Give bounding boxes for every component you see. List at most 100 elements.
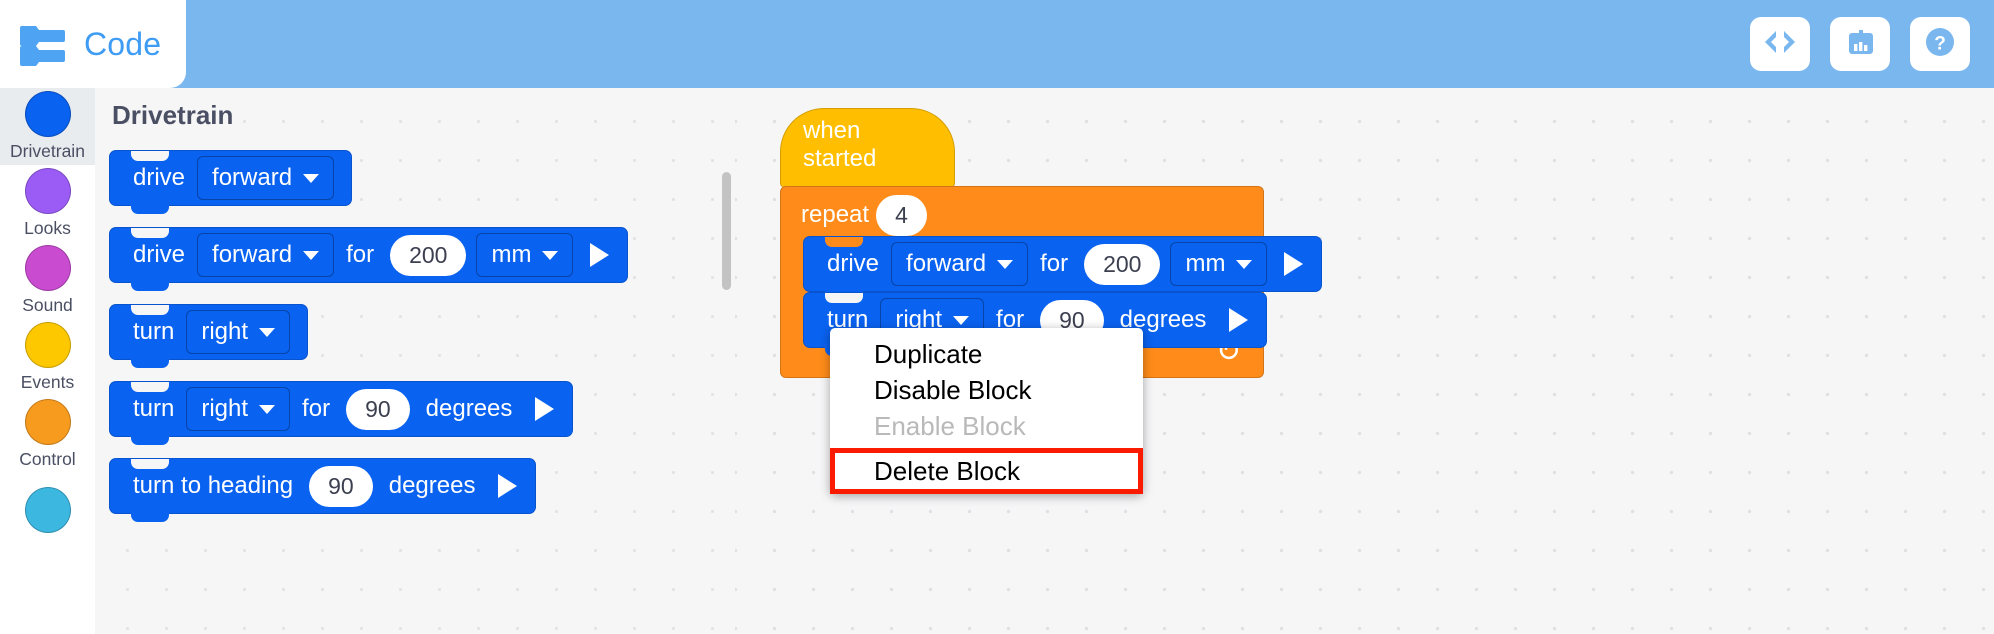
chevron-down-icon — [259, 404, 276, 414]
block-notch-bottom — [131, 204, 169, 214]
palette-turn-to-heading-block[interactable]: turn to heading 90 degrees — [109, 458, 537, 522]
block-label: repeat — [801, 201, 870, 228]
question-mark-icon: ? — [1925, 27, 1955, 62]
block-notch-top — [131, 228, 169, 238]
block-label-for: for — [346, 241, 375, 268]
block-label-degrees: degrees — [425, 395, 513, 422]
run-block-play-icon[interactable] — [1284, 252, 1304, 276]
palette-turn-for-degrees-block[interactable]: turn right for 90 degrees — [109, 381, 574, 445]
chevron-down-icon — [303, 250, 320, 260]
menu-item-label: Enable Block — [874, 410, 1026, 441]
control-color-dot — [24, 399, 71, 445]
when-started-block[interactable]: when started — [780, 108, 955, 188]
sidebar-item-looks[interactable]: Looks — [0, 165, 95, 242]
menu-item-label: Delete Block — [874, 455, 1020, 486]
run-block-play-icon[interactable] — [1229, 308, 1249, 332]
repeat-header: repeat 4 — [781, 187, 1263, 243]
block-notch-top — [131, 305, 169, 315]
sensing-color-dot — [24, 486, 71, 533]
turn-direction-dropdown[interactable]: right — [186, 310, 291, 354]
palette-drive-for-distance-block[interactable]: drive forward for 200 mm — [109, 227, 629, 291]
code-blocks-icon — [18, 22, 70, 66]
block-label: turn — [133, 318, 175, 345]
direction-dropdown[interactable]: forward — [197, 156, 335, 200]
workspace-drive-forward-200mm-block[interactable]: drive forward for 200 mm — [803, 236, 1323, 300]
header-button-group: ? — [1750, 17, 1970, 71]
block-label-for: for — [1040, 250, 1069, 277]
app-title: Code — [84, 25, 162, 62]
drivetrain-color-dot — [24, 91, 71, 137]
svg-text:?: ? — [1934, 33, 1946, 54]
run-block-play-icon[interactable] — [498, 474, 518, 498]
dropdown-value: forward — [212, 164, 293, 191]
sidebar-item-label: Drivetrain — [10, 141, 85, 161]
run-block-play-icon[interactable] — [590, 243, 610, 267]
block-notch-top — [825, 293, 863, 303]
sidebar-item-label: Looks — [24, 218, 71, 238]
robot-brain-button[interactable] — [1830, 17, 1890, 71]
help-button[interactable]: ? — [1910, 17, 1970, 71]
block-notch-bottom — [131, 358, 169, 368]
chevron-down-icon — [303, 173, 320, 183]
distance-input[interactable]: 200 — [1084, 243, 1161, 285]
view-code-button[interactable] — [1750, 17, 1810, 71]
block-context-menu: Duplicate Disable Block Enable Block Del… — [830, 328, 1143, 494]
repeat-count-input[interactable]: 4 — [876, 194, 927, 236]
unit-dropdown[interactable]: mm — [1170, 242, 1268, 286]
run-block-play-icon[interactable] — [535, 397, 555, 421]
context-menu-item-delete-block[interactable]: Delete Block — [830, 448, 1143, 494]
palette-scrollbar[interactable] — [722, 172, 731, 290]
code-logo-tab[interactable]: Code — [0, 0, 186, 88]
degrees-input[interactable]: 90 — [346, 388, 410, 430]
unit-dropdown[interactable]: mm — [476, 233, 574, 277]
distance-input[interactable]: 200 — [390, 234, 467, 276]
block-notch-top — [131, 151, 169, 161]
sidebar-item-sound[interactable]: Sound — [0, 242, 95, 319]
menu-item-label: Disable Block — [874, 374, 1032, 405]
angle-brackets-icon — [1763, 29, 1797, 60]
sidebar-item-control[interactable]: Control — [0, 396, 95, 473]
block-label: drive — [827, 250, 880, 277]
dropdown-value: right — [201, 318, 249, 345]
block-label: drive — [133, 164, 186, 191]
chevron-down-icon — [259, 327, 276, 337]
direction-dropdown[interactable]: forward — [197, 233, 335, 277]
context-menu-item-enable-block: Enable Block — [830, 408, 1143, 444]
category-sidebar: Drivetrain Looks Sound Events Control — [0, 88, 95, 634]
turn-direction-dropdown[interactable]: right — [186, 387, 291, 431]
block-label-degrees: degrees — [388, 472, 476, 499]
block-notch-top — [131, 382, 169, 392]
block-palette: Drivetrain drive forward drive forward f… — [95, 88, 735, 634]
sidebar-item-label: Control — [19, 449, 76, 469]
block-label: turn — [133, 395, 175, 422]
context-menu-item-duplicate[interactable]: Duplicate — [830, 336, 1143, 372]
block-notch-bottom — [131, 435, 169, 445]
sidebar-item-sensing[interactable] — [0, 473, 95, 550]
direction-dropdown[interactable]: forward — [891, 242, 1029, 286]
block-notch-bottom — [131, 281, 169, 291]
events-color-dot — [24, 322, 71, 368]
palette-heading: Drivetrain — [112, 100, 234, 130]
block-label-for: for — [302, 395, 331, 422]
sidebar-item-label: Events — [20, 372, 75, 392]
palette-turn-direction-block[interactable]: turn right — [109, 304, 309, 368]
block-label: when started — [803, 117, 877, 172]
brain-icon — [1844, 27, 1876, 62]
sidebar-item-drivetrain[interactable]: Drivetrain — [0, 88, 95, 165]
dropdown-value: mm — [491, 241, 532, 268]
block-label: drive — [133, 241, 186, 268]
dropdown-value: forward — [906, 250, 987, 277]
block-notch-top — [825, 237, 863, 247]
heading-input[interactable]: 90 — [309, 465, 373, 507]
dropdown-value: mm — [1185, 250, 1226, 277]
context-menu-item-disable-block[interactable]: Disable Block — [830, 372, 1143, 408]
chevron-down-icon — [953, 315, 970, 325]
app-header: Code — [0, 0, 1994, 88]
sound-color-dot — [24, 245, 71, 291]
chevron-down-icon — [997, 259, 1014, 269]
sidebar-item-events[interactable]: Events — [0, 319, 95, 396]
palette-drive-direction-block[interactable]: drive forward — [109, 150, 353, 214]
block-notch-top — [131, 459, 169, 469]
sidebar-item-label: Sound — [22, 295, 73, 315]
dropdown-value: forward — [212, 241, 293, 268]
